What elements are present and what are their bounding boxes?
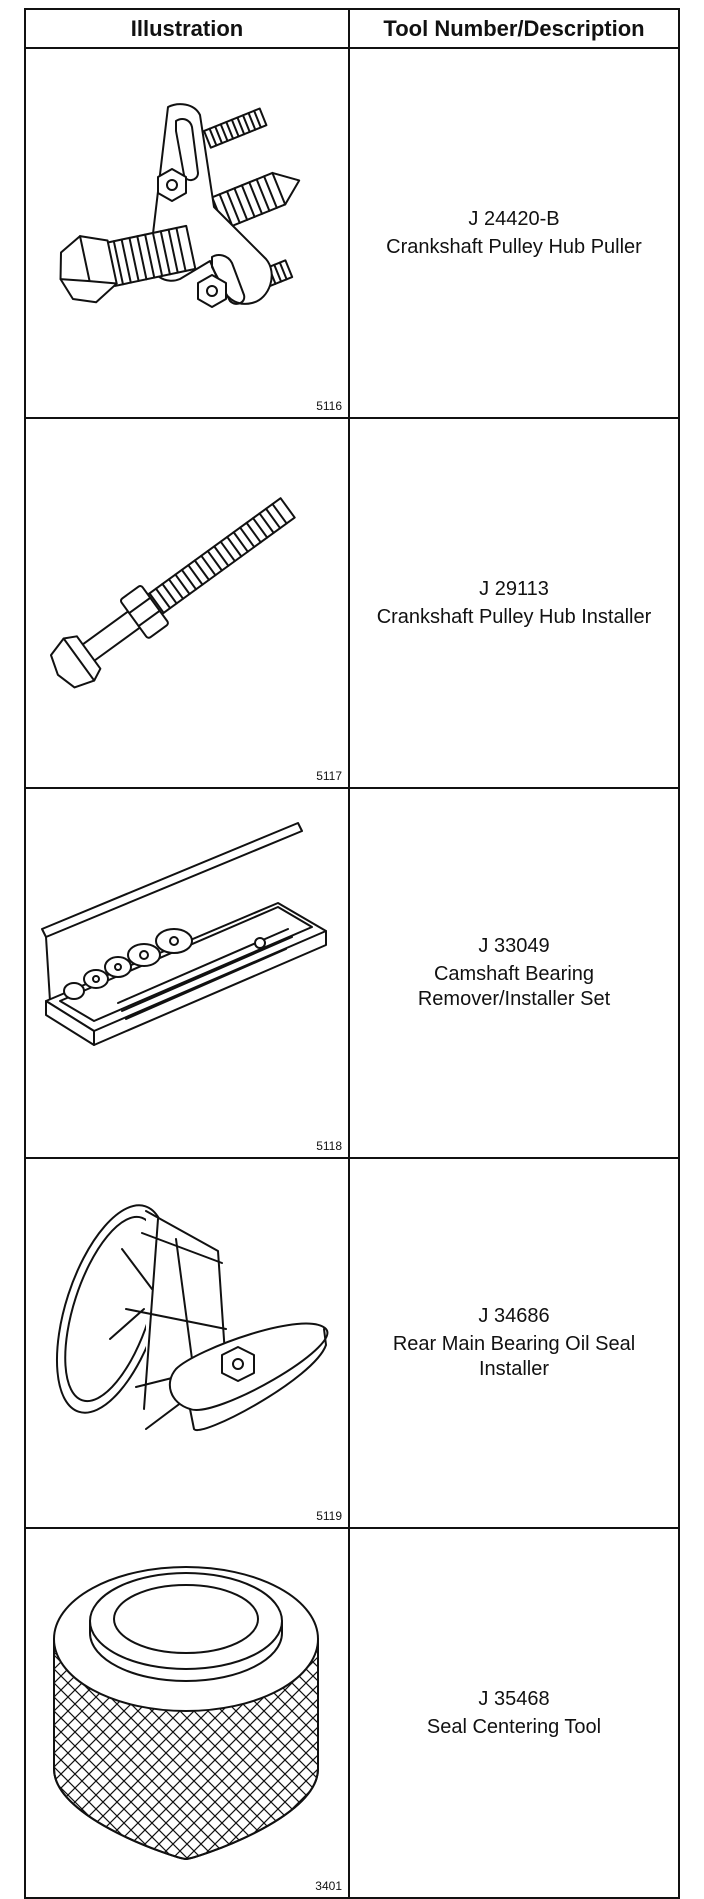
illustration-cell: 5117 [24, 417, 350, 789]
description-cell: J 34686 Rear Main Bearing Oil Seal Insta… [348, 1157, 680, 1529]
tool-description: Camshaft Bearing Remover/Installer Set [417, 963, 611, 1010]
tool-number: J 35468 [478, 1687, 550, 1710]
tool-description: Crankshaft Pulley Hub Installer [376, 605, 652, 628]
figure-number: 5117 [316, 769, 342, 783]
illustration-cell: 5119 [24, 1157, 350, 1529]
centering-tool-icon [26, 1529, 346, 1897]
seal-installer-icon [26, 1159, 346, 1527]
table-row: 5119 J 34686 Rear Main Bearing Oil Seal … [24, 1157, 680, 1529]
tool-number: J 34686 [478, 1305, 550, 1327]
description-cell: J 33049 Camshaft Bearing Remover/Install… [348, 787, 680, 1159]
header-tool-description: Tool Number/Description [348, 8, 680, 49]
tool-number: J 24420-B [468, 207, 560, 230]
illustration-cell: 5116 [24, 47, 350, 419]
table-row: 5117 J 29113 Crankshaft Pulley Hub Insta… [24, 417, 680, 789]
tool-number: J 33049 [478, 935, 550, 957]
illustration-cell: 5118 [24, 787, 350, 1159]
figure-number: 3401 [315, 1879, 342, 1893]
table-row: 5118 J 33049 Camshaft Bearing Remover/In… [24, 787, 680, 1159]
figure-number: 5118 [316, 1139, 342, 1153]
tool-description: Crankshaft Pulley Hub Puller [386, 235, 642, 258]
description-cell: J 24420-B Crankshaft Pulley Hub Puller [348, 47, 680, 419]
illustration-cell: 3401 [24, 1527, 350, 1899]
tool-table-sheet: Illustration Tool Number/Description [24, 8, 680, 1899]
hub-installer-icon [26, 419, 346, 787]
table-header-row: Illustration Tool Number/Description [24, 8, 680, 49]
figure-number: 5116 [316, 399, 342, 413]
description-cell: J 35468 Seal Centering Tool [348, 1527, 680, 1899]
header-illustration: Illustration [24, 8, 350, 49]
tool-number: J 29113 [479, 577, 549, 600]
table-row: 5116 J 24420-B Crankshaft Pulley Hub Pul… [24, 47, 680, 419]
hub-puller-icon [26, 49, 346, 417]
bearing-set-icon [26, 789, 346, 1157]
tool-description: Seal Centering Tool [426, 1715, 602, 1738]
figure-number: 5119 [316, 1509, 342, 1523]
tool-table: Illustration Tool Number/Description [24, 8, 680, 1899]
tool-description: Rear Main Bearing Oil Seal Installer [392, 1333, 636, 1380]
description-cell: J 29113 Crankshaft Pulley Hub Installer [348, 417, 680, 789]
table-row: 3401 J 35468 Seal Centering Tool [24, 1527, 680, 1899]
